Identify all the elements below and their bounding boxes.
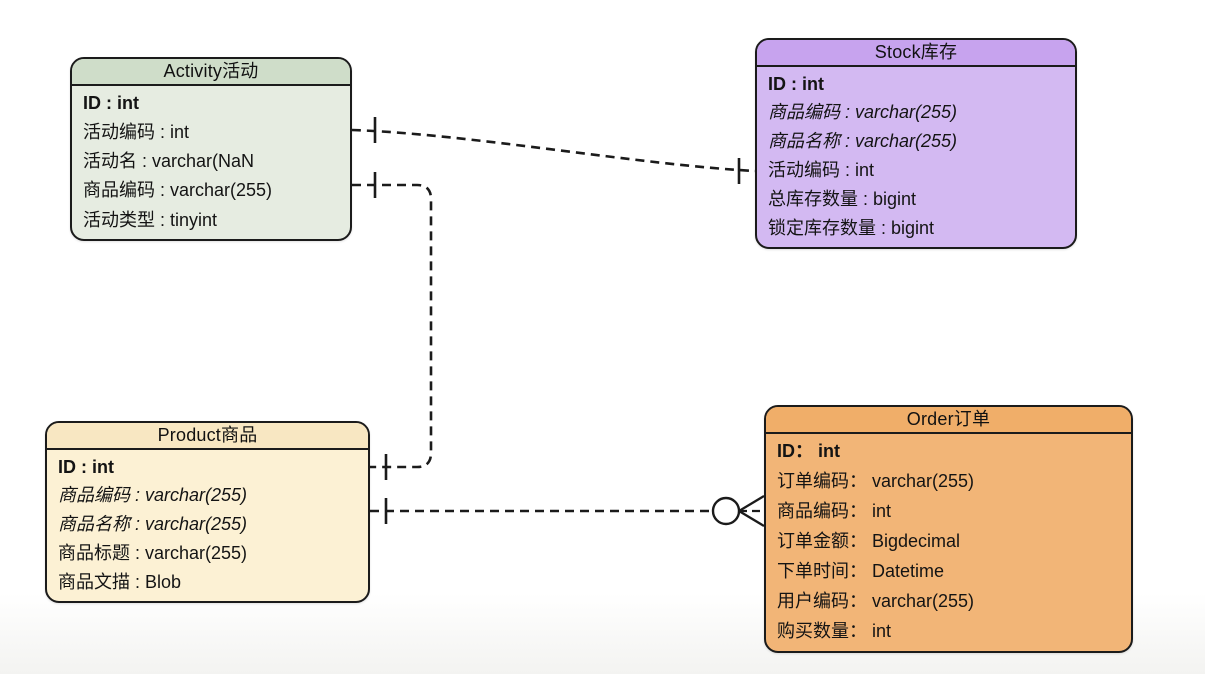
connector-product-order[interactable] bbox=[370, 495, 765, 527]
entity-activity-title: Activity活动 bbox=[72, 59, 350, 86]
field-row: 订单金额： Bigdecimal bbox=[777, 531, 961, 552]
entity-activity[interactable]: Activity活动 ID : int 活动编码 : int 活动名 : var… bbox=[70, 57, 352, 241]
field-row: 活动编码 : int bbox=[83, 121, 190, 142]
entity-product-fields: ID : int 商品编码 : varchar(255) 商品名称 : varc… bbox=[47, 450, 368, 601]
field-row: 活动编码 : int bbox=[768, 160, 875, 181]
relationship-line[interactable] bbox=[351, 128, 756, 173]
field-row: 活动类型 : tinyint bbox=[83, 209, 218, 230]
entity-order-fields: ID： int 订单编码： varchar(255) 商品编码： int 订单金… bbox=[766, 434, 1131, 651]
field-row: 商品编码： int bbox=[777, 501, 892, 522]
entity-order-title: Order订单 bbox=[766, 407, 1131, 434]
field-row: 锁定库存数量 : bigint bbox=[768, 217, 935, 238]
entity-stock[interactable]: Stock库存 ID : int 商品编码 : varchar(255) 商品名… bbox=[755, 38, 1077, 249]
entity-stock-title: Stock库存 bbox=[757, 40, 1075, 67]
entity-order[interactable]: Order订单 ID： int 订单编码： varchar(255) 商品编码：… bbox=[764, 405, 1133, 653]
zero-or-many-icon bbox=[711, 495, 765, 527]
connector-activity-stock[interactable] bbox=[351, 117, 756, 184]
field-row: ID : int bbox=[83, 92, 139, 113]
field-row: ID : int bbox=[58, 456, 114, 477]
field-row: 活动名 : varchar(NaN bbox=[83, 151, 255, 172]
field-row: 商品名称 : varchar(255) bbox=[768, 131, 958, 152]
field-row: 下单时间： Datetime bbox=[777, 561, 945, 582]
entity-activity-fields: ID : int 活动编码 : int 活动名 : varchar(NaN 商品… bbox=[72, 86, 350, 239]
entity-stock-fields: ID : int 商品编码 : varchar(255) 商品名称 : varc… bbox=[757, 67, 1075, 247]
field-row: 商品文描 : Blob bbox=[58, 571, 182, 592]
field-row: 商品名称 : varchar(255) bbox=[58, 514, 248, 535]
entity-product[interactable]: Product商品 ID : int 商品编码 : varchar(255) 商… bbox=[45, 421, 370, 603]
field-row: ID : int bbox=[768, 73, 824, 94]
field-row: 商品标题 : varchar(255) bbox=[58, 542, 248, 563]
field-row: 商品编码 : varchar(255) bbox=[83, 180, 273, 201]
entity-product-title: Product商品 bbox=[47, 423, 368, 450]
field-row: 用户编码： varchar(255) bbox=[777, 591, 975, 612]
field-row: 购买数量： int bbox=[777, 621, 892, 642]
field-row: 商品编码 : varchar(255) bbox=[768, 102, 958, 123]
field-row: ID： int bbox=[777, 441, 840, 462]
field-row: 商品编码 : varchar(255) bbox=[58, 485, 248, 506]
field-row: 订单编码： varchar(255) bbox=[777, 471, 975, 492]
field-row: 总库存数量 : bigint bbox=[768, 188, 917, 209]
